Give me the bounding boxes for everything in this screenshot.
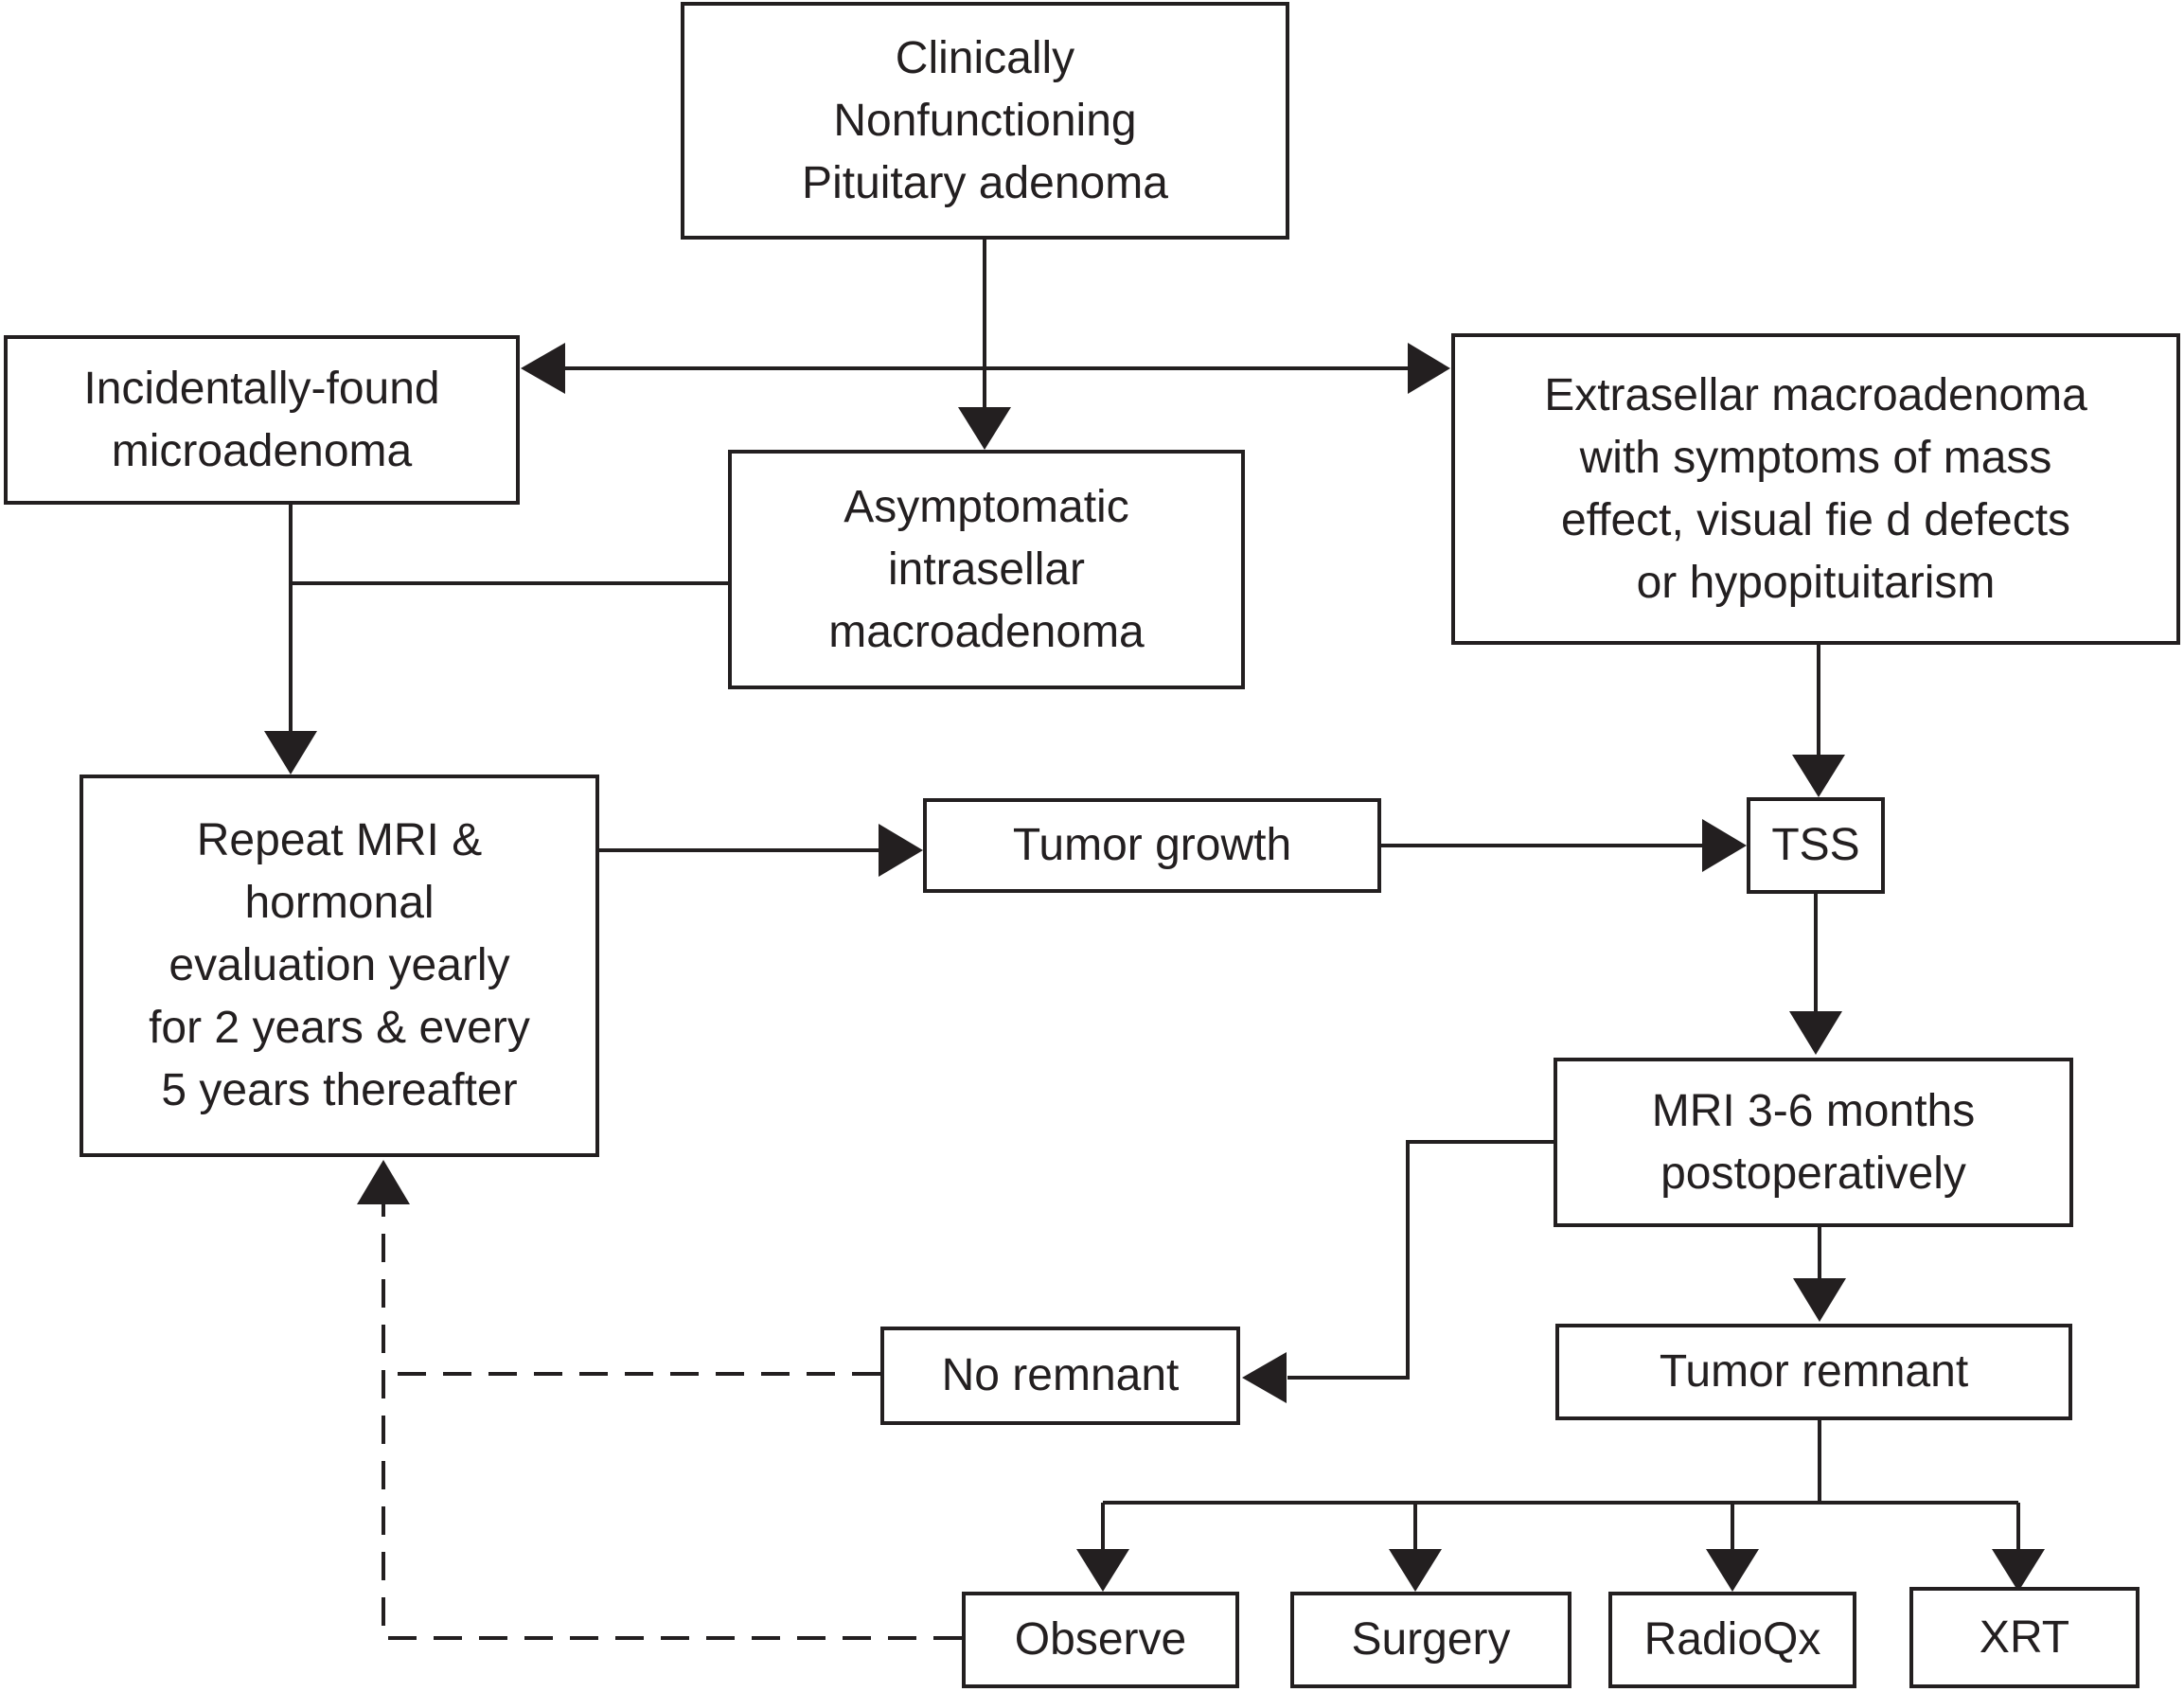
- node-observe: Observe: [962, 1592, 1239, 1688]
- node-incidental-microadenoma: Incidentally-found microadenoma: [4, 335, 520, 505]
- node-asymptomatic-intrasellar: Asymptomatic intrasellar macroadenoma: [728, 450, 1245, 689]
- node-incidental-microadenoma-label: Incidentally-found microadenoma: [83, 363, 440, 476]
- node-xrt-label: XRT: [1979, 1612, 2070, 1663]
- node-radioqx: RadioQx: [1608, 1592, 1856, 1688]
- node-tumor-remnant-label: Tumor remnant: [1659, 1346, 1969, 1397]
- arrowhead-to-extrasellar: [1408, 343, 1450, 394]
- node-observe-label: Observe: [1014, 1614, 1187, 1665]
- node-tss-label: TSS: [1771, 820, 1860, 870]
- arrowhead-to-xrt: [1992, 1549, 2045, 1592]
- arrowhead-to-tss-from-extrasellar: [1792, 755, 1845, 797]
- arrowhead-dashed-to-repeat: [357, 1160, 410, 1204]
- arrowhead-to-incidental: [521, 343, 565, 394]
- edge-mri-postop-to-no-remnant: [1287, 1140, 1554, 1380]
- arrowhead-to-tumor-remnant: [1793, 1278, 1846, 1322]
- edge-dashed-observe-to-repeat: [382, 1202, 962, 1640]
- node-repeat-mri: Repeat MRI & hormonal evaluation yearly …: [80, 775, 599, 1157]
- node-asymptomatic-intrasellar-label: Asymptomatic intrasellar macroadenoma: [828, 481, 1145, 657]
- arrowhead-to-mri-postop: [1789, 1011, 1842, 1055]
- node-surgery: Surgery: [1290, 1592, 1571, 1688]
- node-no-remnant: No remnant: [880, 1327, 1240, 1425]
- arrowhead-to-radioqx: [1706, 1549, 1759, 1592]
- arrowhead-to-observe: [1076, 1549, 1129, 1592]
- node-tumor-remnant: Tumor remnant: [1555, 1324, 2072, 1420]
- node-clinically-nonfunctioning-label: Clinically Nonfunctioning Pituitary aden…: [802, 32, 1168, 208]
- node-xrt: XRT: [1909, 1587, 2140, 1688]
- arrowhead-to-asymptomatic: [958, 407, 1011, 450]
- node-surgery-label: Surgery: [1351, 1614, 1511, 1665]
- arrowhead-to-surgery: [1389, 1549, 1442, 1592]
- arrowhead-to-tss-from-growth: [1702, 819, 1747, 872]
- node-tss: TSS: [1747, 797, 1885, 894]
- node-clinically-nonfunctioning: Clinically Nonfunctioning Pituitary aden…: [681, 2, 1289, 240]
- node-mri-postop-label: MRI 3-6 months postoperatively: [1651, 1085, 1976, 1199]
- node-tumor-growth: Tumor growth: [923, 798, 1381, 893]
- node-extrasellar-macroadenoma-label: Extrasellar macroadenoma with symptoms o…: [1544, 369, 2087, 608]
- node-extrasellar-macroadenoma: Extrasellar macroadenoma with symptoms o…: [1451, 333, 2180, 645]
- arrowhead-to-repeat-mri: [264, 731, 317, 775]
- node-tumor-growth-label: Tumor growth: [1012, 820, 1292, 870]
- node-repeat-mri-label: Repeat MRI & hormonal evaluation yearly …: [149, 815, 530, 1115]
- arrowhead-to-no-remnant: [1242, 1352, 1287, 1403]
- node-mri-postop: MRI 3-6 months postoperatively: [1554, 1058, 2073, 1227]
- node-radioqx-label: RadioQx: [1643, 1614, 1821, 1665]
- arrowhead-to-tumor-growth: [879, 824, 923, 877]
- node-no-remnant-label: No remnant: [941, 1350, 1180, 1400]
